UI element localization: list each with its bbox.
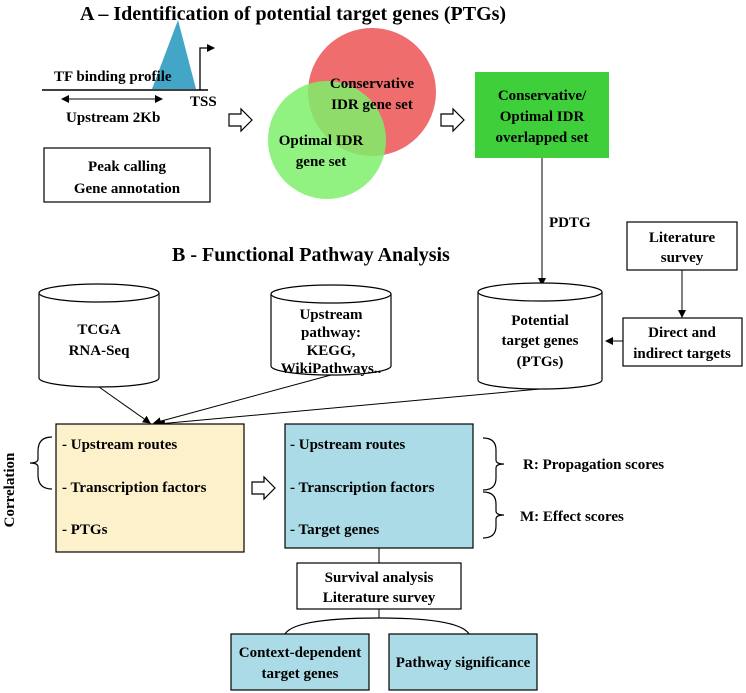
direct-and-label: Direct and (648, 325, 716, 341)
pathway-upstream-label: Upstream (299, 307, 363, 323)
propagation-scores-label: R: Propagation scores (523, 457, 664, 473)
context-target-genes-label: target genes (261, 666, 338, 682)
ptg-target-genes-label: target genes (501, 333, 578, 349)
block-arrow-icon (440, 107, 465, 133)
ptg-potential-label: Potential (511, 313, 569, 329)
pdtg-label: PDTG (549, 215, 591, 231)
correlation-label: Correlation (2, 452, 18, 527)
section-b-title: B - Functional Pathway Analysis (172, 244, 450, 266)
literature-label: Literature (649, 230, 716, 246)
conservative-label: Conservative (330, 76, 414, 92)
ptg-ptgs-label: (PTGs) (517, 354, 564, 370)
section-a-title: A – Identification of potential target g… (80, 3, 506, 25)
rnaseq-label: RNA-Seq (69, 343, 130, 359)
gene-annotation-label: Gene annotation (74, 181, 181, 197)
overlap-line3: overlapped set (496, 130, 589, 146)
upstream-2kb-label: Upstream 2Kb (66, 110, 160, 126)
left-upstream-routes: - Upstream routes (62, 437, 177, 453)
pathway-pathway-label: pathway: (301, 325, 361, 341)
block-arrow-icon (251, 475, 276, 501)
correlation-brace (29, 436, 53, 490)
pathway-kegg-label: KEGG, (307, 343, 356, 359)
correlation-features-box (55, 423, 245, 553)
left-transcription-factors: - Transcription factors (62, 480, 207, 496)
effect-scores-label: M: Effect scores (520, 509, 624, 525)
peak-calling-box (43, 147, 211, 203)
survival-analysis-box (296, 562, 462, 610)
tf-binding-profile-label: TF binding profile (54, 69, 172, 85)
propagation-brace (482, 437, 505, 491)
survey-label: survey (661, 250, 704, 266)
right-upstream-routes: - Upstream routes (290, 437, 405, 453)
survival-analysis-label: Survival analysis (325, 570, 434, 586)
branch-arc (283, 617, 471, 637)
right-transcription-factors: - Transcription factors (290, 480, 435, 496)
arrow-ptg-to-left (157, 388, 541, 428)
overlapped-set-box (475, 72, 609, 158)
context-dependent-box (230, 633, 370, 691)
arrow-pathway-to-left (153, 374, 332, 426)
tcga-database-cylinder (38, 283, 160, 388)
literature-survey-label: Literature survey (323, 590, 436, 606)
tss-arrow-icon (199, 44, 215, 90)
direct-indirect-targets-box (622, 317, 743, 367)
pathway-wiki-label: WikiPathways.. (281, 361, 382, 377)
optimal-idr-circle (268, 81, 386, 199)
overlap-line2: Optimal IDR (500, 109, 585, 125)
arrow-tcga-to-left (98, 386, 151, 424)
tcga-label: TCGA (77, 322, 121, 338)
literature-survey-box (626, 221, 738, 271)
overlap-line1: Conservative/ (498, 88, 587, 104)
optimal-idr-label: Optimal IDR (279, 133, 364, 149)
right-target-genes: - Target genes (290, 522, 379, 538)
scored-features-box (284, 423, 474, 549)
effect-brace (482, 491, 505, 539)
left-ptgs: - PTGs (62, 522, 108, 538)
block-arrow-icon (228, 107, 253, 133)
peak-calling-label: Peak calling (88, 159, 166, 175)
context-dependent-label: Context-dependent (239, 645, 362, 661)
tss-label: TSS (190, 94, 217, 110)
pathway-significance-label: Pathway significance (396, 655, 531, 671)
indirect-targets-label: indirect targets (633, 346, 731, 362)
pathway-database-cylinder (270, 284, 392, 376)
pathway-significance-box (388, 633, 538, 691)
optimal-gene-set-label: gene set (296, 154, 346, 170)
binding-peak-triangle (152, 20, 196, 89)
conservative-idr-label: IDR gene set (331, 97, 413, 113)
